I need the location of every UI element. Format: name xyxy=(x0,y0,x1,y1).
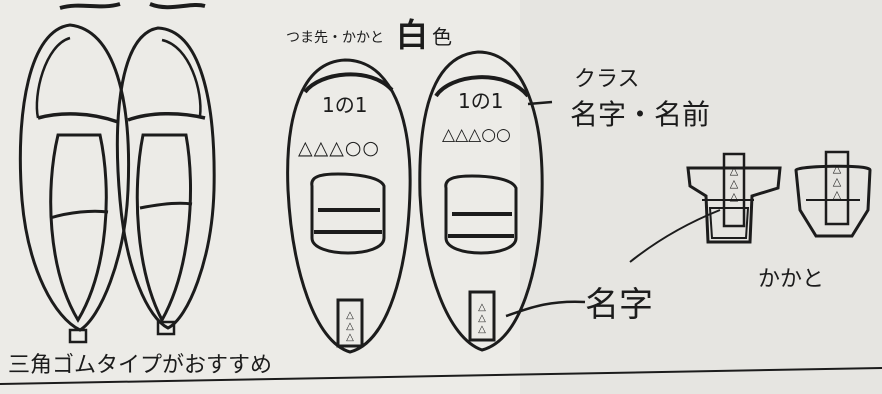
class-leader-line xyxy=(527,100,553,106)
slipon-shoe-left xyxy=(18,23,131,344)
heel-label: かかと xyxy=(758,267,824,292)
bottom-rule-line xyxy=(0,367,882,385)
bottom-note: 三角ゴムタイプがおすすめ xyxy=(8,353,272,378)
heel-tag-heelview-left: △△△ xyxy=(728,164,741,203)
name-marks-right: △△△○○ xyxy=(442,125,511,145)
surname-label: 名字 xyxy=(585,285,653,325)
heel-tag-left: △△△ xyxy=(345,310,356,343)
top-note: つま先・かかと xyxy=(286,30,384,46)
heel-view-right xyxy=(794,150,872,238)
name-marks-left: △△△○○ xyxy=(298,137,380,159)
surname-leader-line xyxy=(505,300,586,318)
class-number-left: 1の1 xyxy=(322,93,367,117)
slipon-shoe-right xyxy=(115,26,216,336)
class-number-right: 1の1 xyxy=(458,89,503,113)
top-note-tail: 色 xyxy=(432,25,452,49)
top-edge-scribble xyxy=(59,2,206,10)
heel-tag-right: △△△ xyxy=(477,302,488,335)
class-label: クラス xyxy=(574,67,640,92)
top-note-big: 白 xyxy=(396,16,428,54)
labelled-shoe-left xyxy=(286,58,412,354)
labelled-shoe-right xyxy=(418,50,544,352)
heel-view-left xyxy=(686,152,782,244)
name-label: 名字・名前 xyxy=(570,98,710,131)
heel-tag-heelview-right: △△△ xyxy=(831,162,844,201)
